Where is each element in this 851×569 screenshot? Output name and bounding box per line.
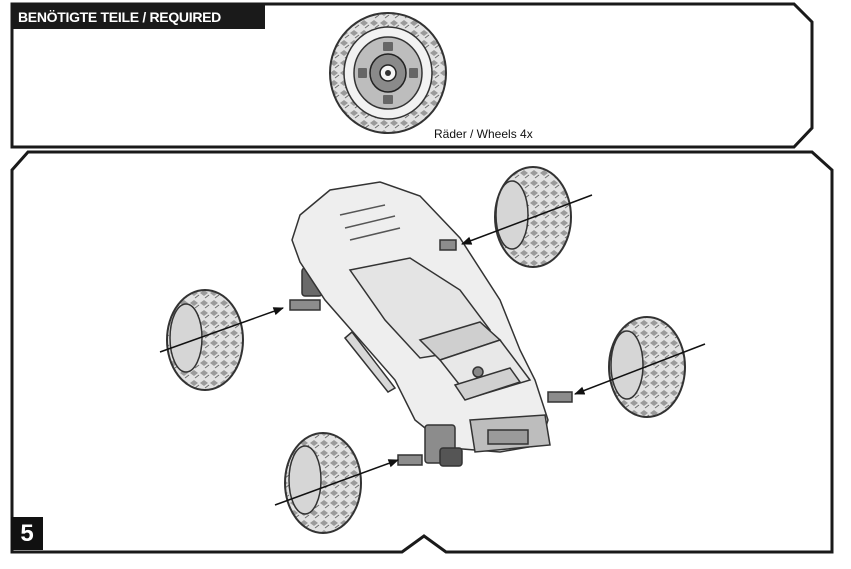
step-number-badge: 5 <box>11 517 43 550</box>
required-parts-header: BENÖTIGTE TEILE / REQUIRED PARTS <box>12 5 265 49</box>
arrow-rear-right <box>461 194 593 245</box>
wheel-part-icon <box>329 12 447 134</box>
required-parts-frame <box>10 2 814 149</box>
arrow-rear-left <box>159 307 284 353</box>
wheel-front-left <box>284 432 362 534</box>
truck-body <box>289 181 573 467</box>
arrow-front-right <box>574 343 706 395</box>
arrow-front-left <box>274 459 399 506</box>
wheels-part-caption: Räder / Wheels 4x <box>434 127 533 141</box>
assembly-arrows <box>159 194 706 506</box>
step-frame <box>10 150 834 554</box>
wheel-rear-left <box>166 289 244 391</box>
